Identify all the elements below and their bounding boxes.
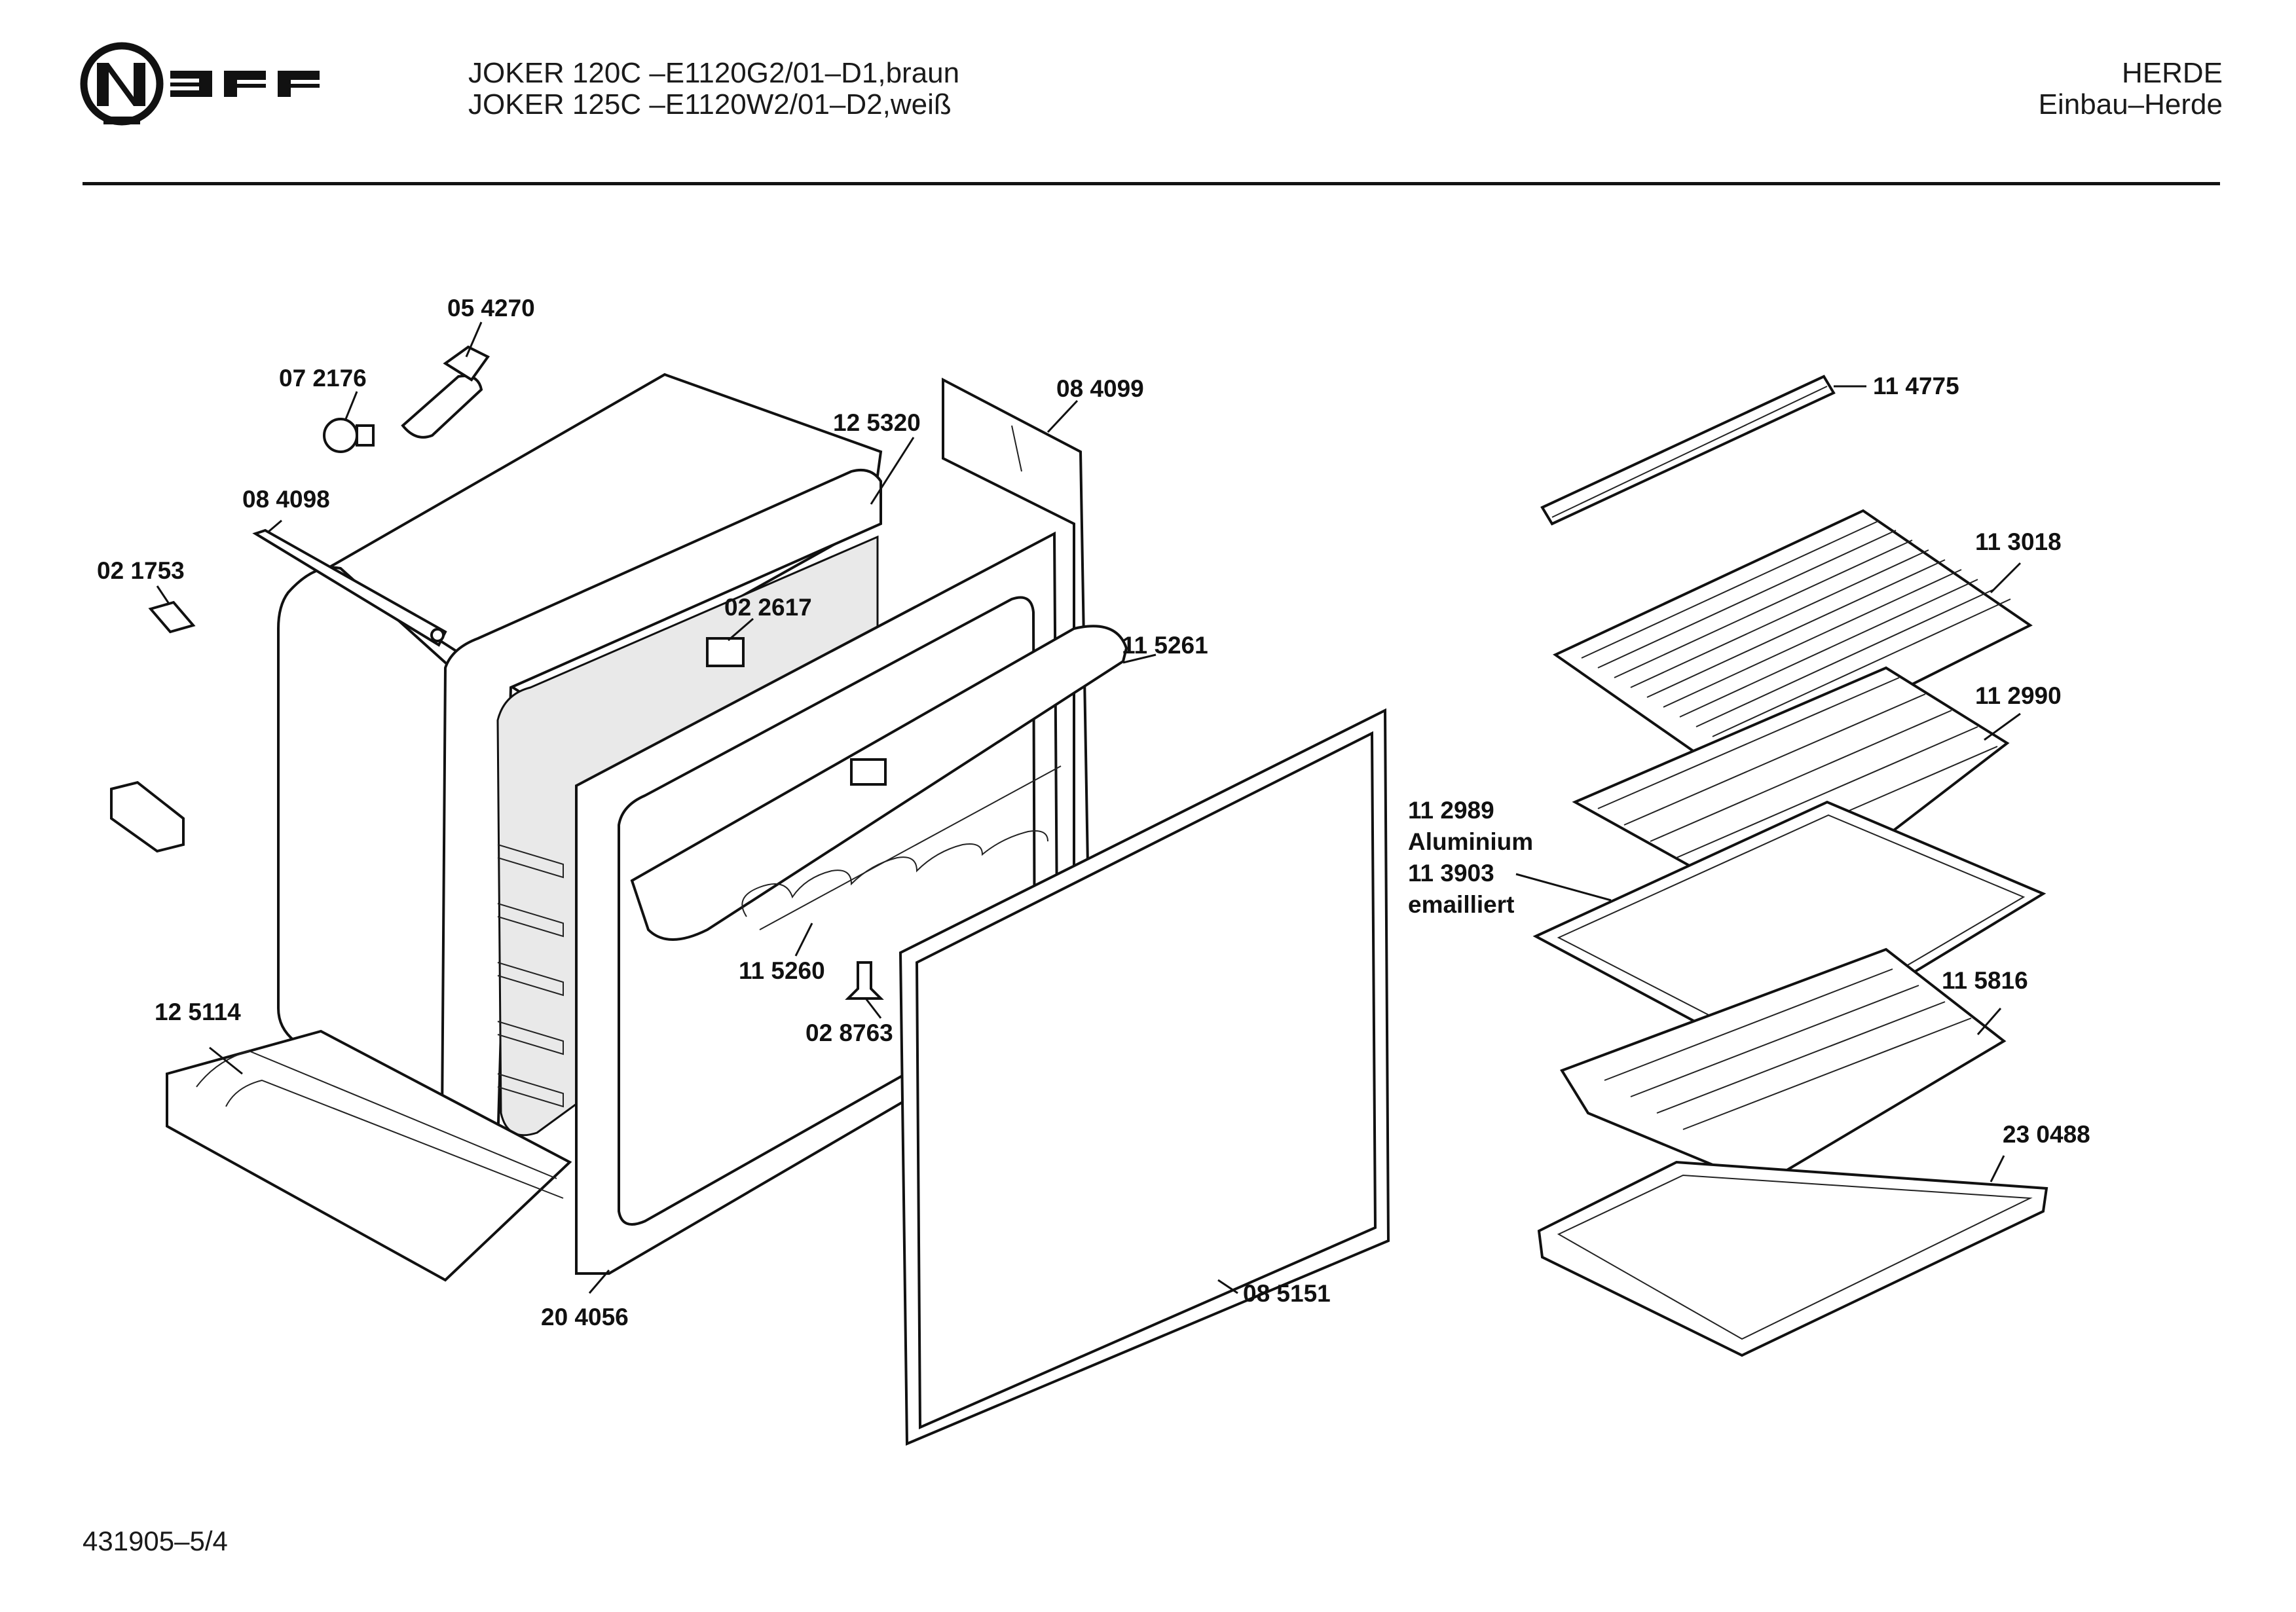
frame-230488-drawing — [1537, 1160, 2048, 1357]
part-label-114775: 11 4775 — [1873, 373, 1959, 399]
part-label-125320: 12 5320 — [833, 409, 921, 436]
variant-note-line-4: emailliert — [1408, 891, 1514, 918]
part-label-021753: 02 1753 — [97, 557, 185, 584]
lamp-assembly-drawing — [323, 345, 490, 453]
variant-note-line-2: Aluminium — [1408, 828, 1533, 855]
rail-114775-drawing — [1540, 375, 1836, 526]
document-number: 431905–5/4 — [83, 1526, 228, 1556]
part-label-054270: 05 4270 — [447, 295, 535, 321]
model-line-1: JOKER 120C –E1120G2/01–D1,braun — [468, 57, 960, 89]
part-label-084099: 08 4099 — [1056, 375, 1144, 402]
model-line-2: JOKER 125C –E1120W2/01–D2,weiß — [468, 88, 952, 120]
top-trim-drawing — [252, 528, 447, 647]
grill-rack-113018-drawing — [1553, 509, 2033, 778]
part-label-125114: 12 5114 — [155, 998, 241, 1025]
part-label-112990: 11 2990 — [1975, 682, 2062, 709]
model-info: JOKER 120C –E1120G2/01–D1,braun JOKER 12… — [468, 58, 959, 120]
category-line-1: HERDE — [2121, 57, 2223, 89]
part-label-115816: 11 5816 — [1942, 967, 2028, 994]
trim-screw — [430, 628, 445, 642]
part-label-084098: 08 4098 — [242, 486, 330, 513]
bracket-drawing — [110, 780, 185, 853]
part-label-230488: 23 0488 — [2003, 1121, 2090, 1148]
screw-028763-drawing — [845, 961, 884, 1000]
part-label-028763: 02 8763 — [805, 1019, 893, 1046]
part-labels: 05 4270 07 2176 12 5320 08 4099 08 4098 … — [97, 295, 2090, 1330]
bottom-tray-drawing — [166, 1029, 572, 1282]
variant-note-line-1: 11 2989 — [1408, 797, 1494, 824]
part-label-115260: 11 5260 — [739, 957, 825, 984]
part-label-204056: 20 4056 — [541, 1304, 629, 1330]
deep-tray-115816-drawing — [1560, 947, 2007, 1187]
part-label-113018: 11 3018 — [1975, 528, 2062, 555]
header-rule — [83, 182, 2220, 185]
heating-element-drawing — [630, 625, 1128, 941]
part-label-022617: 02 2617 — [724, 594, 812, 621]
leader-lines — [156, 321, 2022, 1294]
door-seal-drawing — [898, 708, 1390, 1446]
baking-tray-112989-drawing — [1532, 800, 2046, 1063]
neff-logo — [80, 42, 320, 126]
part-label-115261: 11 5261 — [1122, 632, 1208, 659]
part-label-072176: 07 2176 — [279, 365, 367, 392]
clip-022617-drawing — [706, 637, 745, 667]
category-line-2: Einbau–Herde — [2038, 88, 2223, 120]
part-label-085151: 08 5151 — [1243, 1280, 1331, 1307]
category-info: HERDE Einbau–Herde — [2039, 58, 2223, 120]
clip-021753-drawing — [148, 600, 196, 634]
variant-note-line-3: 11 3903 — [1408, 860, 1494, 887]
